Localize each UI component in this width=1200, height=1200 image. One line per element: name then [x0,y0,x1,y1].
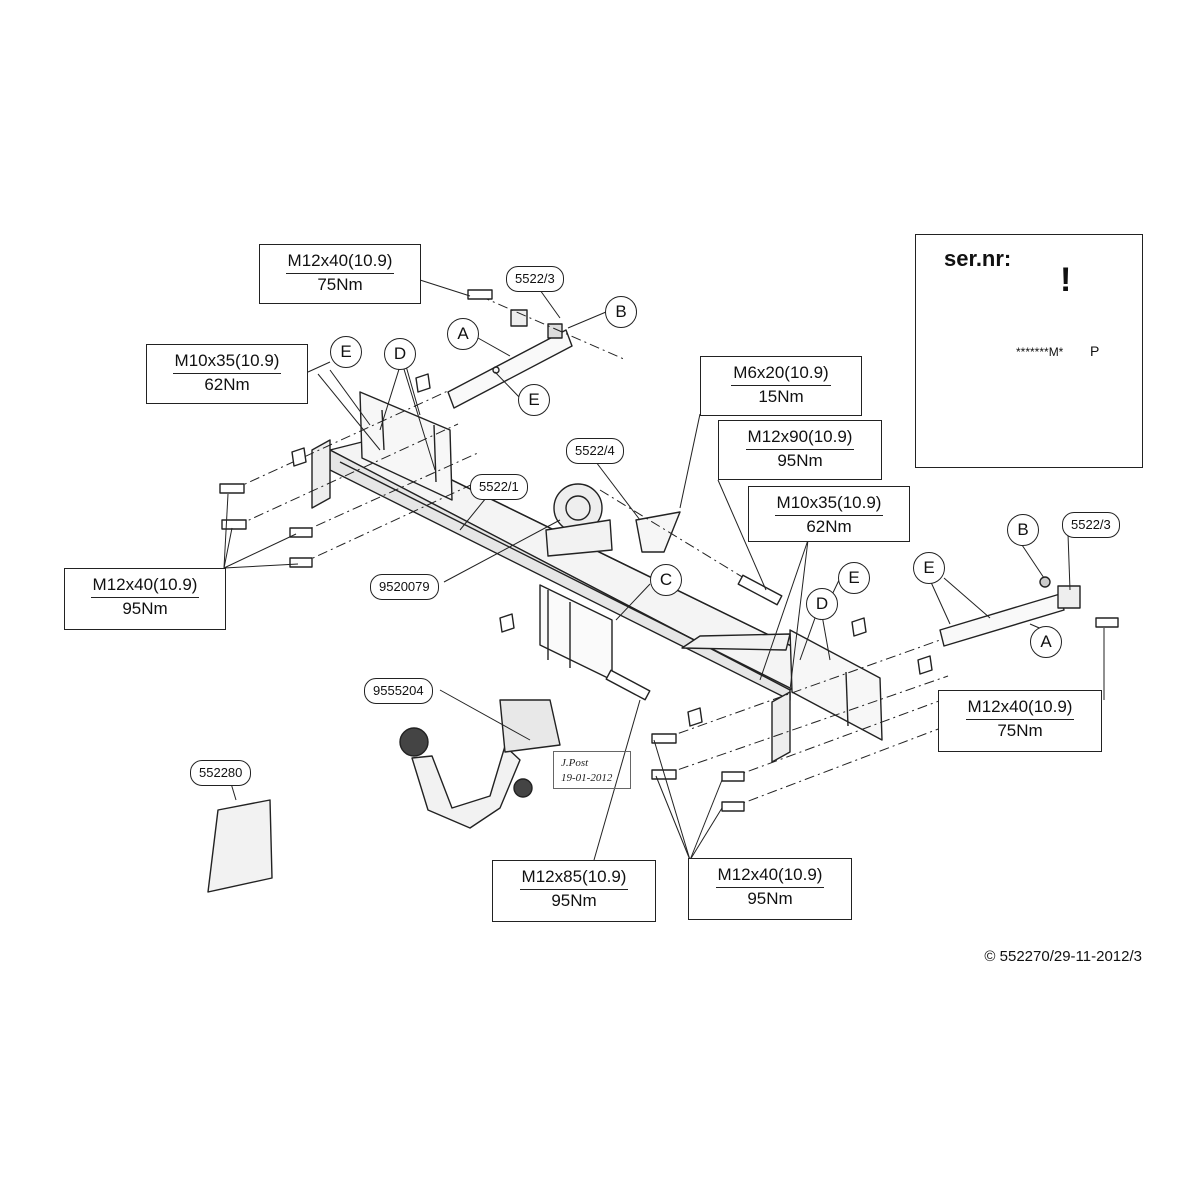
part-number-label: 5522/3 [1062,512,1120,538]
spec-box-m12x90: M12x90(10.9) 95Nm [718,420,882,480]
spec-box-right-mid: M10x35(10.9) 62Nm [748,486,910,542]
spec-box-m12x85: M12x85(10.9) 95Nm [492,860,656,922]
callout-letter: E [913,552,945,584]
strip-a-left [447,329,573,409]
bolt-spec: M12x85(10.9) [519,867,629,890]
spec-box-left-mid: M10x35(10.9) 62Nm [146,344,308,404]
signature-name: J.Post [561,757,589,769]
kit-bag [207,799,273,893]
callout-letter: A [1030,626,1062,658]
callout-letter: B [605,296,637,328]
bolt-spec: M12x40(10.9) [90,575,200,598]
spec-box-top-left: M12x40(10.9) 75Nm [259,244,421,304]
callout-letter: D [384,338,416,370]
torque-value: 62Nm [806,517,852,536]
bolt-spec: M6x20(10.9) [731,363,831,386]
bolt-spec: M12x40(10.9) [285,251,395,274]
part-number-label: 5522/3 [506,266,564,292]
callout-letter: E [838,562,870,594]
bolt-spec: M12x40(10.9) [715,865,825,888]
right-bracket [789,629,883,741]
plate-text: *******M* [1016,345,1064,359]
spec-box-m6: M6x20(10.9) 15Nm [700,356,862,416]
warning-exclamation-icon: ! [1060,261,1072,299]
spec-box-left-low: M12x40(10.9) 95Nm [64,568,226,630]
bolt-spec: M12x40(10.9) [965,697,1075,720]
part-number-label: 9555204 [364,678,433,704]
torque-value: 95Nm [777,451,823,470]
tow-ball [399,699,561,829]
callout-letter: E [330,336,362,368]
callout-letter: D [806,588,838,620]
part-number-label: 5522/1 [470,474,528,500]
socket-bracket [545,483,681,557]
torque-value: 95Nm [747,889,793,908]
torque-value: 75Nm [317,275,363,294]
bolt-spec: M10x35(10.9) [774,493,884,516]
plate-p: P [1090,343,1100,359]
torque-value: 62Nm [204,375,250,394]
signature-date: 19-01-2012 [561,772,613,784]
serial-number-panel [915,234,1143,468]
copyright-text: © 552270/29-11-2012/3 [984,948,1142,965]
part-number-label: 5522/4 [566,438,624,464]
bolt-spec: M10x35(10.9) [172,351,282,374]
signature-stamp: J.Post 19-01-2012 [553,751,631,789]
callout-letter: B [1007,514,1039,546]
callout-letter: A [447,318,479,350]
bolt-spec: M12x90(10.9) [745,427,855,450]
torque-value: 15Nm [758,387,804,406]
torque-value: 95Nm [551,891,597,910]
part-number-label: 9520079 [370,574,439,600]
part-number-label: 552280 [190,760,252,786]
strip-a-right [939,593,1065,647]
torque-value: 75Nm [997,721,1043,740]
callout-letter: C [650,564,682,596]
callout-letter: E [518,384,550,416]
serial-title: ser.nr: [944,246,1012,271]
spec-box-right-low: M12x40(10.9) 75Nm [938,690,1102,752]
torque-value: 95Nm [122,599,168,618]
spec-box-bottom-mid: M12x40(10.9) 95Nm [688,858,852,920]
